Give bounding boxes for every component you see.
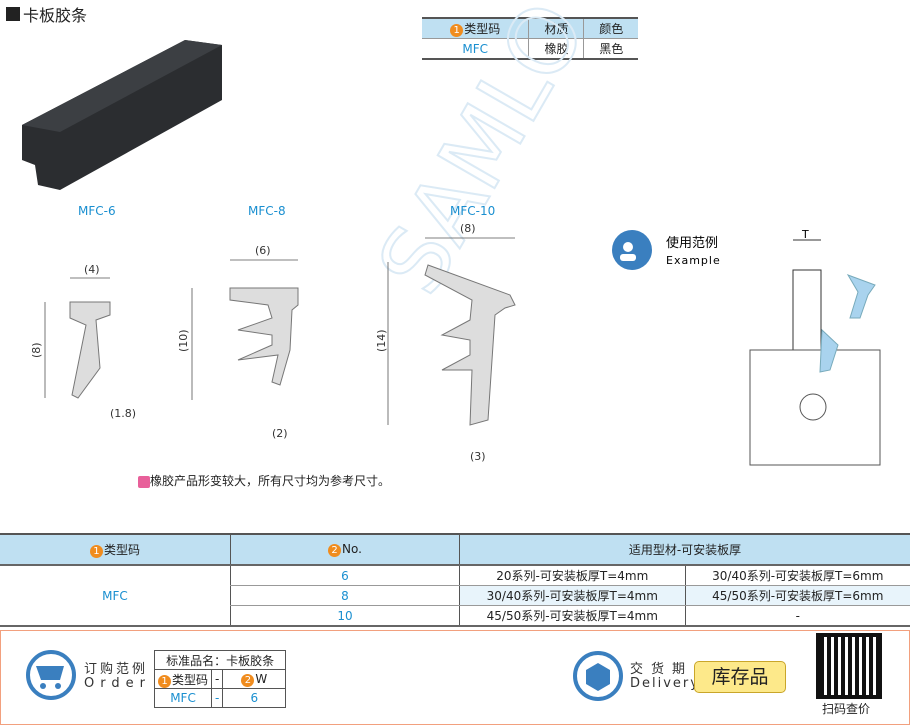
- svg-text:(2): (2): [272, 427, 288, 440]
- profile-mfc10: [424, 264, 516, 426]
- profile-mfc6: [69, 301, 111, 399]
- cart-icon: [26, 650, 76, 700]
- order-label-cn: 订购范例: [84, 662, 149, 677]
- label-mfc8: MFC-8: [248, 204, 286, 218]
- qr-code[interactable]: [816, 633, 882, 699]
- header-profile: 适用型材-可安装板厚: [459, 533, 910, 566]
- svg-text:(6): (6): [255, 244, 271, 257]
- spec-header-material: 材质: [528, 17, 584, 39]
- example-label-cn: 使用范例: [666, 235, 718, 251]
- svg-text:(8): (8): [30, 342, 43, 358]
- watermark: SAMLO: [358, 0, 607, 311]
- svg-text:(1.8): (1.8): [110, 407, 136, 420]
- svg-text:T: T: [801, 228, 809, 241]
- order-label-en: Order: [84, 676, 151, 691]
- svg-text:(14): (14): [375, 329, 388, 352]
- type-cell: MFC: [0, 565, 231, 627]
- spec-material: 橡胶: [528, 38, 584, 60]
- delivery-label-en: Delivery: [630, 676, 700, 691]
- spec-type: MFC: [422, 38, 529, 60]
- svg-text:(10): (10): [177, 329, 190, 352]
- qr-label: 扫码查价: [822, 702, 871, 716]
- example-icon: [612, 230, 652, 270]
- delivery-label-cn: 交货期: [630, 662, 694, 677]
- svg-text:(8): (8): [460, 222, 476, 235]
- delivery-box-icon: [573, 651, 623, 701]
- note: 橡胶产品形变较大，所有尺寸均为参考尺寸。: [138, 472, 390, 489]
- product-photo: [22, 40, 222, 190]
- profile-mfc8: [229, 287, 299, 386]
- svg-text:(3): (3): [470, 450, 486, 463]
- page-title: 卡板胶条: [6, 2, 87, 26]
- title-text: 卡板胶条: [23, 6, 88, 25]
- example-drawing: T: [749, 228, 881, 466]
- label-mfc10: MFC-10: [450, 204, 495, 218]
- product-drawings: SAMLO MFC-6 MFC-8 MFC-10 (4) (8) (1.8) (…: [22, 0, 881, 466]
- svg-text:(4): (4): [84, 263, 100, 276]
- spec-header-color: 颜色: [583, 17, 638, 39]
- label-mfc6: MFC-6: [78, 204, 116, 218]
- example-label-en: Example: [666, 254, 721, 267]
- stock-badge: 库存品: [694, 661, 786, 693]
- spec-color: 黑色: [583, 38, 638, 60]
